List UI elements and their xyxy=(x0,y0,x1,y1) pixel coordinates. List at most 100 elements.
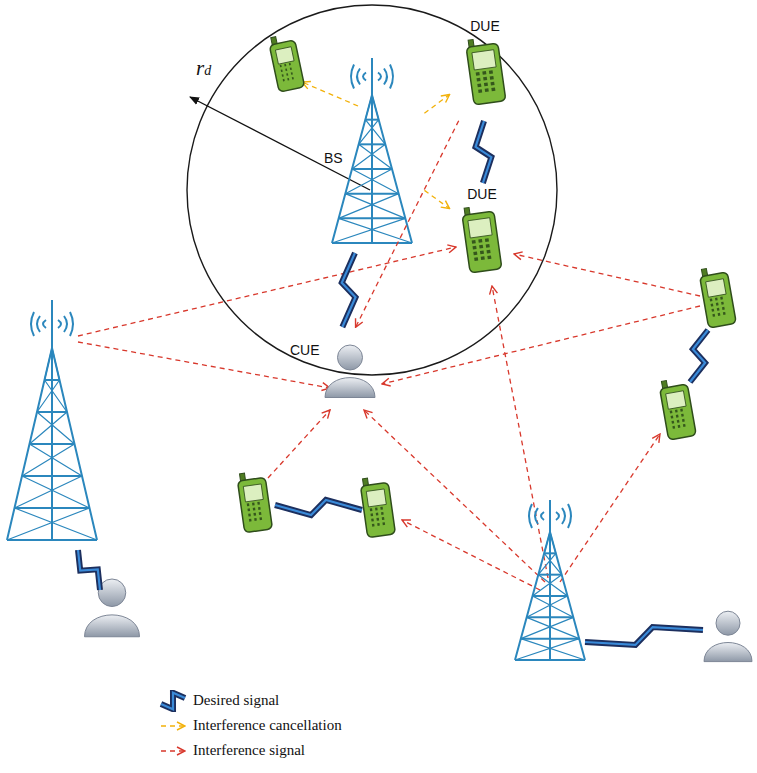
phone-key xyxy=(478,89,482,93)
phone-body xyxy=(269,40,304,92)
phone-key xyxy=(478,239,482,243)
tower-brace xyxy=(7,508,97,540)
phone-key xyxy=(670,410,673,413)
phone-key xyxy=(723,312,726,315)
tower-bar xyxy=(521,638,579,640)
bolt-highlight xyxy=(275,500,362,515)
tower-bar xyxy=(37,411,67,413)
phone-key xyxy=(287,78,289,81)
phone-key xyxy=(718,313,721,316)
coverage-circle xyxy=(187,5,557,375)
desired-signal-link xyxy=(476,121,492,183)
tower-bar xyxy=(345,193,398,195)
phone-screen xyxy=(472,50,496,70)
phone-key xyxy=(490,76,494,80)
phone-key xyxy=(476,72,480,76)
phone-key xyxy=(249,519,252,522)
tower-bar xyxy=(45,379,60,381)
phone-key xyxy=(259,512,262,515)
phone-body xyxy=(700,272,737,328)
phone-key xyxy=(283,79,285,82)
tower-bar xyxy=(22,475,82,477)
phone-key xyxy=(489,70,493,74)
tower-brace xyxy=(22,444,82,476)
bolt-highlight xyxy=(161,692,185,708)
device-user: DUE xyxy=(452,186,512,278)
interference-arrow xyxy=(364,410,545,582)
phone-key xyxy=(484,83,488,87)
phone-key xyxy=(253,513,256,516)
phone-screen xyxy=(275,47,294,64)
phone-key xyxy=(678,425,681,428)
phone-key xyxy=(671,416,674,419)
phone-key xyxy=(677,420,680,423)
tower-brace xyxy=(37,380,67,412)
phone-key xyxy=(491,87,495,91)
legend-arrow xyxy=(161,750,185,751)
phone-key xyxy=(377,523,380,526)
legend-label: Interference signal xyxy=(193,742,305,759)
phone-key xyxy=(376,518,379,521)
tower-bar xyxy=(365,119,378,121)
phone-key xyxy=(716,303,719,306)
phone-key xyxy=(259,517,262,520)
phone-key xyxy=(382,522,385,525)
bolt-highlight xyxy=(78,550,100,590)
phone-key xyxy=(284,64,286,67)
person-body xyxy=(85,615,140,637)
person-body xyxy=(325,378,375,398)
tower-brace xyxy=(30,412,75,444)
antenna-wave xyxy=(43,320,61,328)
legend-sample xyxy=(158,715,188,737)
phone-key xyxy=(282,74,284,77)
phone-screen xyxy=(706,279,726,297)
phone-key xyxy=(491,82,495,86)
phone-key xyxy=(247,508,250,511)
legend-row: Interference signal xyxy=(158,738,342,763)
interference-arrow xyxy=(492,286,548,578)
phone-key xyxy=(380,507,383,510)
phone-key xyxy=(721,302,724,305)
phone-key xyxy=(375,507,378,510)
tower-bar xyxy=(515,659,585,661)
phone-key xyxy=(487,255,491,259)
phone-key xyxy=(487,250,491,254)
phone-key xyxy=(672,426,675,429)
phone-key xyxy=(292,77,294,80)
cancellation-arrow xyxy=(302,82,358,106)
tower-brace xyxy=(521,617,579,638)
phone-key xyxy=(291,72,293,75)
tower-icon xyxy=(515,500,585,660)
phone-key xyxy=(477,78,481,82)
phone-key xyxy=(681,414,684,417)
tower-icon xyxy=(7,300,97,540)
bolt-highlight xyxy=(476,121,492,183)
interference-arrow xyxy=(402,520,540,590)
phone-key xyxy=(381,512,384,515)
phone-key xyxy=(481,256,485,260)
antenna-wave xyxy=(351,65,393,89)
phone-key xyxy=(482,71,486,75)
legend-label: Desired signal xyxy=(193,692,279,709)
cancellation-link xyxy=(424,190,449,208)
desired-signal-bolt xyxy=(690,330,708,382)
phone-icon xyxy=(237,470,273,532)
phone-key xyxy=(474,257,478,261)
phone-key xyxy=(711,309,714,312)
bolt-highlight xyxy=(585,627,703,645)
tower-mast xyxy=(549,500,551,660)
tower-brace xyxy=(352,144,392,169)
interference-arrow xyxy=(560,434,660,582)
antenna-wave xyxy=(529,504,571,528)
legend-sample xyxy=(158,740,188,762)
base-station: BS xyxy=(322,55,422,250)
tower-bar xyxy=(352,168,392,170)
antenna-wave xyxy=(357,69,387,85)
antenna-wave xyxy=(363,73,381,81)
phone-key xyxy=(479,245,483,249)
tower-bar xyxy=(533,595,568,597)
antenna-wave xyxy=(31,312,73,336)
tower-bar xyxy=(7,539,97,541)
